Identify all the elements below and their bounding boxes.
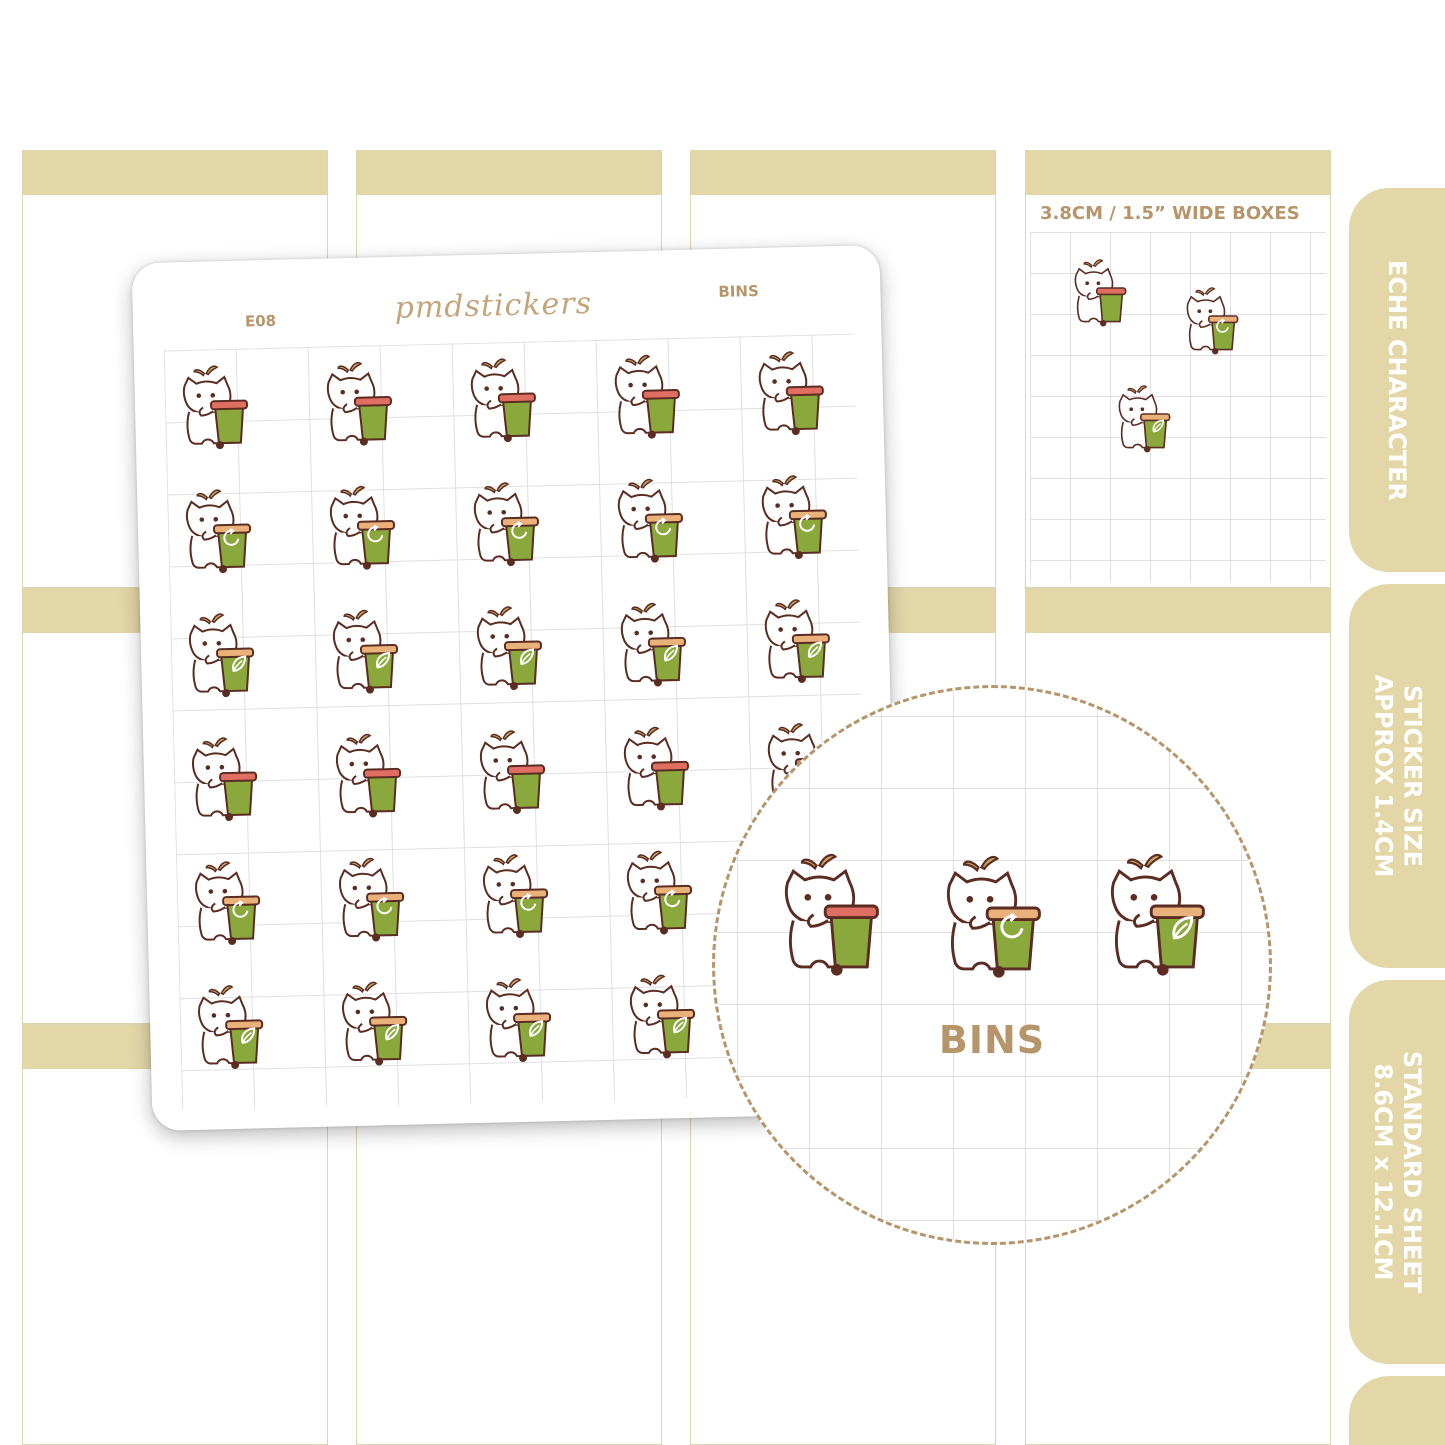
bin-sticker-red — [462, 353, 548, 451]
tab-partial — [1349, 1376, 1445, 1445]
sticker-sheet: E08 pmdstickers BINS — [131, 244, 901, 1132]
planner-box-header — [1026, 589, 1330, 633]
bin-sticker-recycle — [330, 853, 416, 951]
planner-box-header — [1026, 151, 1330, 195]
tab-eche-character: ECHE CHARACTER — [1349, 188, 1445, 572]
bin-sticker-recycle — [321, 481, 407, 579]
bin-sticker-red — [773, 848, 895, 987]
bin-sticker-recycle — [186, 856, 272, 954]
bin-sticker-leaf — [621, 969, 707, 1067]
bin-sticker-leaf — [324, 605, 410, 703]
bin-sticker-red — [318, 357, 404, 455]
bin-sticker-leaf — [477, 973, 563, 1071]
bin-sticker-leaf — [756, 594, 842, 692]
bin-sticker-recycle — [1180, 284, 1247, 361]
bin-sticker-leaf — [180, 608, 266, 706]
zoom-detail-circle: BINS — [712, 685, 1272, 1245]
bin-sticker-red — [471, 725, 557, 823]
bin-sticker-leaf — [468, 601, 554, 699]
sheet-title: BINS — [718, 281, 759, 301]
bin-sticker-leaf — [1112, 382, 1179, 459]
bin-sticker-leaf — [1099, 848, 1221, 987]
planner-box-header — [357, 151, 661, 195]
bin-sticker-recycle — [935, 850, 1057, 989]
sheet-stickers — [132, 245, 880, 1069]
bin-sticker-red — [327, 729, 413, 827]
bin-sticker-recycle — [753, 470, 839, 568]
bin-sticker-recycle — [474, 849, 560, 947]
bin-sticker-recycle — [177, 484, 263, 582]
tab-standard-sheet: STANDARD SHEET 8.6CM x 12.1CM — [1349, 980, 1445, 1364]
bin-sticker-recycle — [618, 846, 704, 944]
bin-sticker-red — [615, 722, 701, 820]
bin-sticker-leaf — [612, 598, 698, 696]
bin-sticker-leaf — [189, 980, 275, 1078]
planner-box-header — [23, 151, 327, 195]
sheet-brand-logo: pmdstickers — [394, 286, 593, 326]
bin-sticker-recycle — [609, 474, 695, 572]
tab-label-sticker-size: STICKER SIZE APPROX 1.4CM — [1369, 674, 1426, 878]
zoom-label: BINS — [938, 1018, 1046, 1062]
tab-label-standard-sheet: STANDARD SHEET 8.6CM x 12.1CM — [1369, 1050, 1426, 1294]
bin-sticker-recycle — [465, 477, 551, 575]
sheet-code: E08 — [244, 311, 277, 331]
bin-sticker-red — [174, 360, 260, 458]
bin-sticker-red — [750, 346, 836, 444]
bin-sticker-red — [183, 732, 269, 830]
bin-sticker-leaf — [333, 977, 419, 1075]
tab-sticker-size: STICKER SIZE APPROX 1.4CM — [1349, 584, 1445, 968]
planner-box-header — [691, 151, 995, 195]
bin-sticker-red — [606, 350, 692, 448]
tab-label-character: ECHE CHARACTER — [1383, 259, 1412, 501]
planner-preview-label: 3.8CM / 1.5” WIDE BOXES — [1040, 203, 1300, 224]
bin-sticker-red — [1068, 256, 1135, 333]
